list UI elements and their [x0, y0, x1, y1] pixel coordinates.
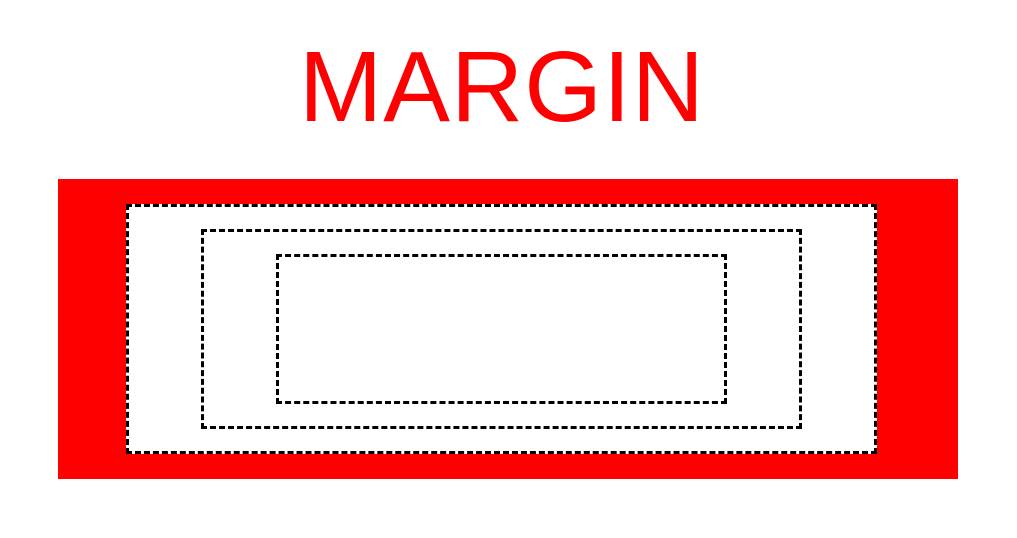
diagram-title: MARGIN — [299, 31, 705, 143]
content-box — [276, 254, 727, 404]
